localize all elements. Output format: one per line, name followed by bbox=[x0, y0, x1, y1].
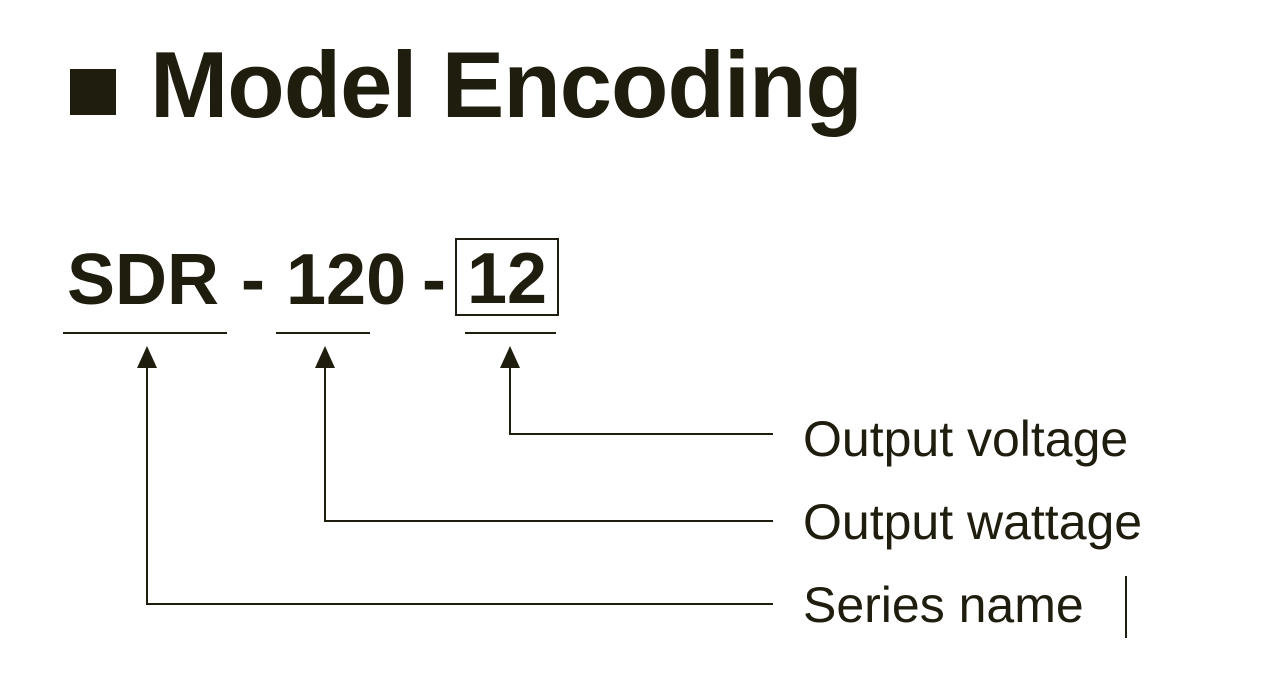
arrow-up-icon bbox=[500, 346, 520, 368]
code-voltage-box: 12 bbox=[455, 238, 559, 318]
code-series: SDR bbox=[67, 240, 220, 320]
arrow-up-icon bbox=[137, 346, 157, 368]
code-separator: - bbox=[241, 240, 265, 320]
label-series-name: Series name bbox=[803, 577, 1084, 633]
code-wattage: 120 bbox=[286, 240, 407, 320]
arrow-up-icon bbox=[315, 346, 335, 368]
label-output-voltage: Output voltage bbox=[803, 411, 1129, 467]
label-output-wattage: Output wattage bbox=[803, 494, 1143, 550]
text-cursor bbox=[1125, 576, 1127, 638]
voltage-connector bbox=[509, 366, 773, 435]
page-title: Model Encoding bbox=[70, 30, 863, 140]
wattage-connector bbox=[324, 366, 773, 522]
title-text: Model Encoding bbox=[150, 32, 863, 137]
code-separator: - bbox=[422, 240, 446, 320]
square-bullet-icon bbox=[70, 69, 116, 115]
series-connector bbox=[146, 366, 773, 605]
